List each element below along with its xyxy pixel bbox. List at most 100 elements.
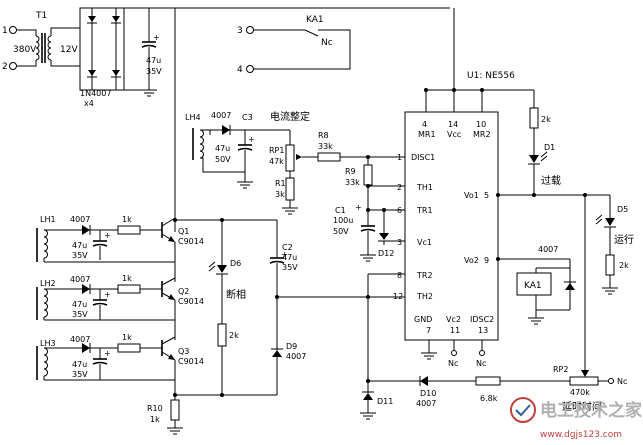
pin-3-num: 3 [397, 238, 402, 247]
d10-type: 4007 [416, 399, 436, 408]
pin-tr2-label: TR2 [416, 271, 433, 280]
pin-idsc2-label: IDSC2 [470, 315, 494, 324]
relay-diode [565, 283, 575, 290]
svg-text:+: + [248, 135, 255, 144]
watermark-url: www.dgjs123.com [540, 430, 622, 440]
led-d6 [217, 265, 227, 273]
q1-type: C9014 [178, 237, 204, 246]
watermark-logo [510, 397, 536, 423]
phase-3-resistor [117, 343, 141, 353]
r8-label: R8 [318, 131, 329, 140]
r-6k8 [475, 376, 501, 386]
r1-value: 3k [275, 190, 285, 199]
relay-coil [516, 272, 552, 296]
pin-7-num: 7 [426, 326, 431, 335]
rp1-label: RP1 [269, 146, 284, 155]
transformer-secondary-label: 12V [60, 45, 78, 55]
phase-loss-block: D6 断相 2k C2 47u 35V + D9 4007 R10 1k [147, 218, 405, 435]
r1 [285, 177, 295, 201]
c2-label: C2 [282, 243, 293, 252]
c1-value: 100u [333, 216, 353, 225]
power-supply: 1 2 T1 380V 12V 1N4007 x4 + 47u 35V [2, 7, 450, 108]
phase-3: LH3 4007 + 47u 35V 1k Q3 C9014 [36, 333, 204, 400]
rp2-nc: Nc [617, 377, 627, 386]
terminal-2 [9, 62, 17, 70]
relay-contact-name: KA1 [306, 15, 324, 25]
phase-1-diode: 4007 [70, 215, 90, 224]
led-d1 [529, 155, 539, 163]
lh3-label: LH3 [40, 339, 56, 348]
terminal-1-label: 1 [2, 26, 8, 36]
svg-text:+: + [104, 290, 111, 299]
q2-type: C9014 [178, 297, 204, 306]
lh4-label: LH4 [185, 113, 201, 122]
q3-label: Q3 [178, 347, 189, 356]
d6-label: D6 [230, 259, 241, 268]
pin-tr1-label: TR1 [416, 206, 433, 215]
phase-3-res-value: 1k [122, 333, 132, 342]
pin-2-num: 2 [397, 183, 402, 192]
pin-vcc-label: Vcc [447, 130, 461, 139]
bridge-outline [79, 7, 125, 91]
r9 [363, 164, 373, 186]
r-6k8-value: 6.8k [480, 394, 498, 403]
phase-2-cap-voltage: 35V [72, 310, 88, 319]
r-d5-value: 2k [619, 261, 629, 270]
phase-1-res-value: 1k [122, 215, 132, 224]
q1-label: Q1 [178, 227, 189, 236]
pin-disc1-label: DISC1 [411, 153, 435, 162]
c2-voltage: 35V [282, 263, 298, 272]
svg-text:+: + [281, 250, 288, 259]
ic-name: U1: NE556 [467, 71, 515, 81]
pin-th2-label: TH2 [416, 292, 433, 301]
lh4-diode-type: 4007 [211, 111, 231, 120]
c1-label: C1 [335, 206, 346, 215]
r8 [317, 152, 341, 162]
pin-8-num: 8 [397, 271, 402, 280]
filter-cap-voltage: 35V [146, 67, 162, 76]
rp2-label: RP2 [553, 365, 568, 374]
q2-label: Q2 [178, 287, 189, 296]
r-d1 [529, 107, 539, 129]
svg-text:+: + [104, 349, 111, 358]
vc2-nc: Nc [448, 359, 458, 368]
transformer-name: T1 [35, 11, 47, 21]
c3-label: C3 [242, 113, 253, 122]
phase-2: LH2 4007 + 47u 35V 1k Q2 C9014 [36, 274, 204, 340]
rp2-value: 470k [570, 388, 590, 397]
svg-text:+: + [355, 203, 362, 212]
relay-terminal-3: 3 [237, 26, 243, 36]
pin-vo2-label: Vo2 [464, 256, 479, 265]
overload-indicator: 2k D1 过载 [528, 90, 561, 197]
diode-d9 [272, 350, 282, 357]
pin-th1-label: TH1 [416, 183, 433, 192]
svg-text:+: + [153, 33, 160, 42]
phase-1-cap-value: 47u [72, 241, 87, 250]
r-d5 [605, 254, 615, 276]
d12-label: D12 [378, 249, 394, 258]
relay-coil-label: KA1 [524, 281, 542, 291]
pin-13-num: 13 [478, 326, 488, 335]
r10 [170, 399, 180, 421]
relay-coil-block: 4007 KA1 [516, 245, 576, 325]
pin-gnd-label: GND [414, 315, 432, 324]
led-d5 [605, 218, 615, 226]
pin-mr2-label: MR2 [473, 130, 491, 139]
filter-cap-value: 47u [146, 56, 161, 65]
phase-1-cap-voltage: 35V [72, 251, 88, 260]
d10-label: D10 [420, 389, 436, 398]
terminal-2-label: 2 [2, 62, 8, 72]
rp1 [285, 144, 295, 172]
phase-2-resistor [117, 284, 141, 294]
r9-value: 33k [345, 178, 360, 187]
bridge-diode-type: 1N4007 [80, 89, 111, 98]
diode-d11 [363, 393, 373, 400]
pin-vc1-label: Vc1 [417, 238, 432, 247]
phase-1: LH1 4007 + 47u 35V 1k Q1 C9014 [36, 215, 204, 282]
pin-14-num: 14 [448, 120, 458, 129]
d5-label: D5 [617, 205, 628, 214]
delay-label: 延时时间 [562, 400, 602, 413]
relay-contact: 3 4 KA1 Nc [237, 15, 351, 75]
r-d1-value: 2k [541, 115, 551, 124]
